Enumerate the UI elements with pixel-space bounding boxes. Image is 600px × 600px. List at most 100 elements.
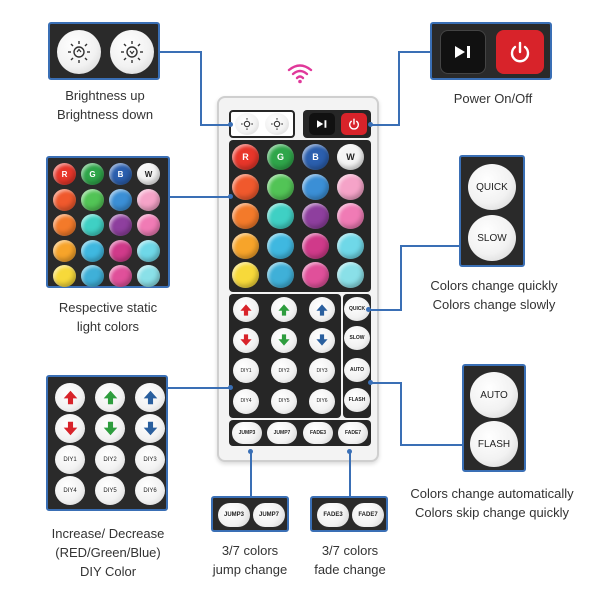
remote-color-button[interactable]: [337, 203, 364, 229]
callout-red-up-button[interactable]: [55, 383, 85, 412]
static-color-button[interactable]: [137, 265, 160, 287]
remote-color-button[interactable]: [232, 262, 259, 288]
callout-diy6-button[interactable]: DIY6: [135, 476, 165, 505]
static-color-button[interactable]: R: [53, 163, 76, 185]
remote-diy3-button[interactable]: DIY3: [309, 358, 335, 383]
remote-color-button[interactable]: G: [267, 144, 294, 170]
remote-color-button[interactable]: [337, 232, 364, 259]
remote-color-button[interactable]: [302, 203, 329, 229]
callout-diy2-button[interactable]: DIY2: [95, 445, 125, 474]
jump-connector: [250, 452, 252, 497]
brightness-up-icon: [68, 41, 90, 63]
remote-color-button[interactable]: [232, 232, 259, 259]
callout-diy3-button[interactable]: DIY3: [135, 445, 165, 474]
remote-diy5-button[interactable]: DIY5: [271, 388, 297, 414]
slow-button-large[interactable]: SLOW: [468, 215, 516, 261]
remote-diy4-button[interactable]: DIY4: [233, 388, 259, 414]
remote-color-button[interactable]: [337, 262, 364, 288]
power-label: Power On/Off: [453, 91, 533, 106]
remote-diy6-button[interactable]: DIY6: [309, 388, 335, 414]
remote-color-button[interactable]: [267, 232, 294, 259]
static-color-button[interactable]: [137, 239, 160, 262]
brightness-down-button[interactable]: [110, 30, 154, 74]
remote-brightness-up-button[interactable]: [235, 113, 259, 135]
quick-button-large[interactable]: QUICK: [468, 164, 516, 210]
static-color-button[interactable]: [53, 188, 76, 211]
static-color-button[interactable]: [81, 188, 104, 211]
remote-color-button[interactable]: [232, 203, 259, 229]
jump7-button-large[interactable]: JUMP7: [253, 503, 285, 527]
power-button[interactable]: [496, 30, 544, 74]
callout-green-down-button[interactable]: [95, 414, 125, 443]
static-color-button[interactable]: [137, 188, 160, 211]
remote-color-button[interactable]: B: [302, 144, 329, 170]
remote-play-pause-button[interactable]: [309, 113, 335, 135]
callout-diy1-button[interactable]: DIY1: [55, 445, 85, 474]
static-color-button[interactable]: [81, 239, 104, 262]
remote-slow-button[interactable]: SLOW: [344, 326, 370, 350]
static-color-button[interactable]: [53, 239, 76, 262]
remote-green-down-button[interactable]: [271, 327, 297, 353]
static-color-button[interactable]: [109, 214, 132, 236]
callout-diy4-button[interactable]: DIY4: [55, 476, 85, 505]
static-color-button[interactable]: B: [109, 163, 132, 185]
remote-red-up-button[interactable]: [233, 297, 259, 322]
remote-quick-button[interactable]: QUICK: [344, 297, 370, 321]
remote-jump3-button[interactable]: JUMP3: [232, 422, 262, 444]
remote-fade3-button[interactable]: FADE3: [303, 422, 333, 444]
brightness-up-button[interactable]: [57, 30, 101, 74]
remote-color-button[interactable]: W: [337, 144, 364, 170]
remote-red-down-button[interactable]: [233, 327, 259, 353]
remote-color-button[interactable]: [267, 203, 294, 229]
remote-fade7-button[interactable]: FADE7: [338, 422, 368, 444]
static-color-button[interactable]: [109, 188, 132, 211]
remote-diy2-button[interactable]: DIY2: [271, 358, 297, 383]
callout-green-up-button[interactable]: [95, 383, 125, 412]
remote-brightness-down-button[interactable]: [265, 113, 289, 135]
static-color-button[interactable]: [109, 265, 132, 287]
static-color-button[interactable]: [81, 265, 104, 287]
remote-color-button[interactable]: [267, 262, 294, 288]
remote-color-button[interactable]: [302, 173, 329, 200]
static-color-button[interactable]: [137, 214, 160, 236]
static-color-button[interactable]: W: [137, 163, 160, 185]
callout-red-down-button[interactable]: [55, 414, 85, 443]
remote-color-button[interactable]: [302, 262, 329, 288]
remote-jump-fade-panel: JUMP3 JUMP7 FADE3 FADE7: [229, 420, 371, 446]
remote-color-button[interactable]: [337, 173, 364, 200]
quick-slow-connector-dot: [366, 307, 371, 312]
fade7-button-large[interactable]: FADE7: [352, 503, 384, 527]
static-color-button[interactable]: [53, 214, 76, 236]
remote-color-button[interactable]: R: [232, 144, 259, 170]
brightness-label: Brightness up Brightness down: [56, 88, 154, 122]
static-color-button[interactable]: [109, 239, 132, 262]
flash-button-large[interactable]: FLASH: [470, 421, 518, 467]
remote-jump7-button[interactable]: JUMP7: [267, 422, 297, 444]
auto-button-large[interactable]: AUTO: [470, 372, 518, 418]
static-color-button[interactable]: [53, 265, 76, 287]
remote-color-button[interactable]: [302, 232, 329, 259]
play-pause-button[interactable]: [440, 30, 486, 74]
static-color-button[interactable]: [81, 214, 104, 236]
remote-auto-button[interactable]: AUTO: [344, 358, 370, 382]
remote-diy1-button[interactable]: DIY1: [233, 358, 259, 383]
callout-diy5-button[interactable]: DIY5: [95, 476, 125, 505]
remote-blue-down-button[interactable]: [309, 327, 335, 353]
jump3-button-large[interactable]: JUMP3: [218, 503, 250, 527]
static-color-button[interactable]: G: [81, 163, 104, 185]
brightness-down-icon: [121, 41, 143, 63]
callout-blue-up-button[interactable]: [135, 383, 165, 412]
brightness-connector-dot: [228, 122, 233, 127]
fade3-button-large[interactable]: FADE3: [317, 503, 349, 527]
remote-color-button[interactable]: [267, 173, 294, 200]
remote-mode-panel: QUICK SLOW AUTO FLASH: [343, 294, 371, 418]
remote-blue-up-button[interactable]: [309, 297, 335, 322]
remote-color-button[interactable]: [232, 173, 259, 200]
remote-brightness-down-icon: [271, 118, 283, 130]
remote-green-up-button[interactable]: [271, 297, 297, 322]
remote-power-button[interactable]: [341, 113, 367, 135]
callout-blue-down-button[interactable]: [135, 414, 165, 443]
remote-flash-button[interactable]: FLASH: [344, 388, 370, 412]
